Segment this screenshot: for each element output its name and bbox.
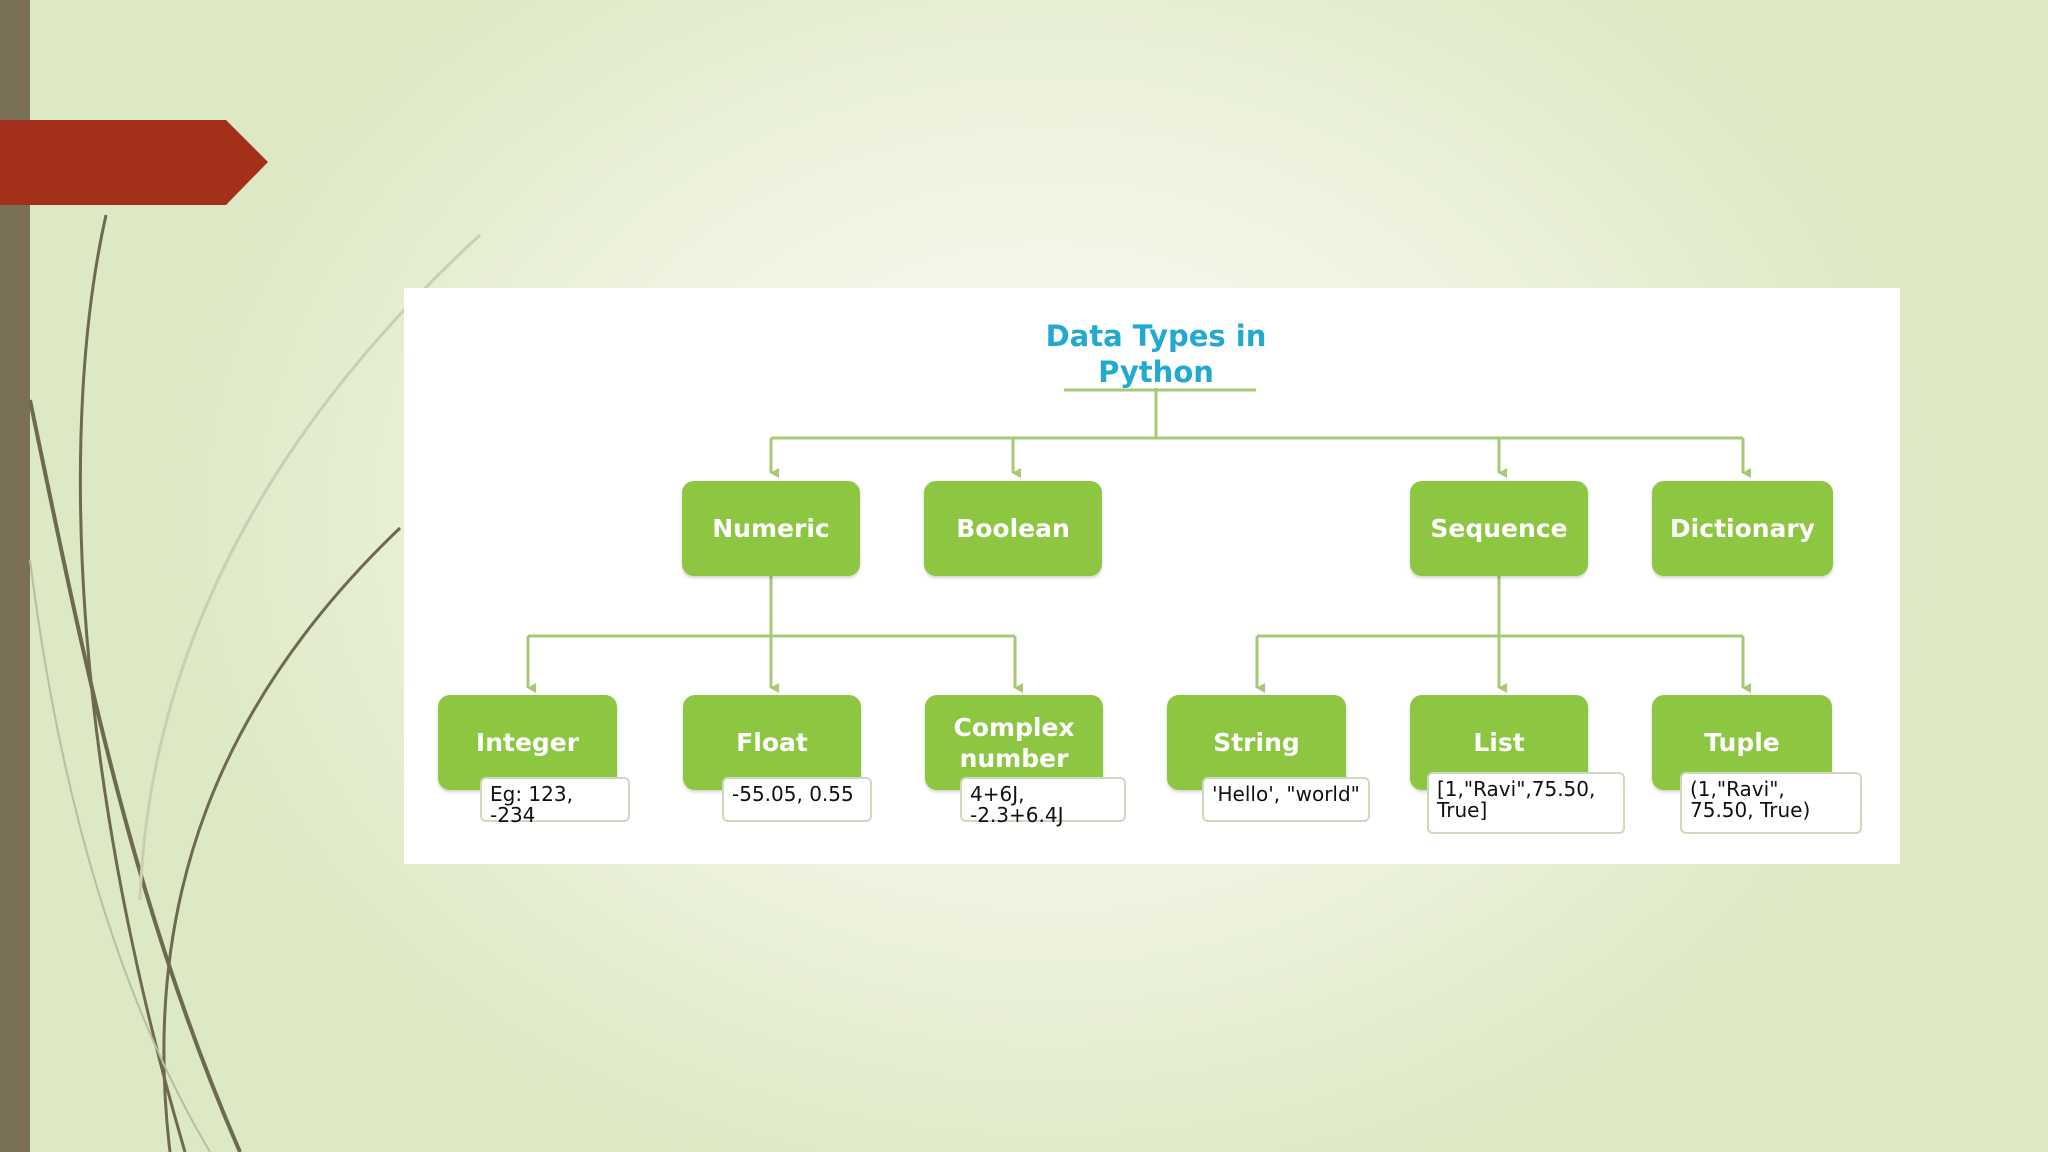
example-integer: Eg: 123, -234 — [480, 777, 630, 826]
diagram-card: Data Types in Python Numeric Boolean Seq… — [404, 288, 1900, 864]
node-list-label: List — [1473, 728, 1525, 757]
node-integer: Integer — [438, 695, 617, 790]
node-dictionary: Dictionary — [1652, 481, 1833, 576]
example-string: 'Hello', "world" — [1202, 777, 1370, 822]
node-tuple-label: Tuple — [1704, 728, 1780, 757]
node-complex-label: Complex number — [953, 712, 1075, 773]
red-arrow-tab — [0, 120, 268, 205]
node-boolean: Boolean — [924, 481, 1102, 576]
node-numeric: Numeric — [682, 481, 860, 576]
node-string: String — [1167, 695, 1346, 790]
node-sequence: Sequence — [1410, 481, 1588, 576]
node-boolean-label: Boolean — [956, 514, 1070, 543]
example-complex: 4+6J, -2.3+6.4J — [960, 777, 1126, 826]
connector-lines — [526, 388, 1751, 693]
node-complex: Complex number — [925, 695, 1103, 790]
node-sequence-label: Sequence — [1430, 514, 1568, 543]
node-integer-label: Integer — [475, 728, 580, 757]
diagram-title: Data Types in Python — [1045, 319, 1267, 389]
example-float: -55.05, 0.55 — [722, 777, 872, 822]
example-tuple: (1,"Ravi", 75.50, True) — [1680, 772, 1862, 834]
node-numeric-label: Numeric — [712, 514, 830, 543]
node-string-label: String — [1213, 728, 1300, 757]
node-dictionary-label: Dictionary — [1669, 514, 1816, 543]
example-list: [1,"Ravi",75.50, True] — [1427, 772, 1625, 834]
node-float: Float — [683, 695, 861, 790]
node-float-label: Float — [736, 728, 808, 757]
